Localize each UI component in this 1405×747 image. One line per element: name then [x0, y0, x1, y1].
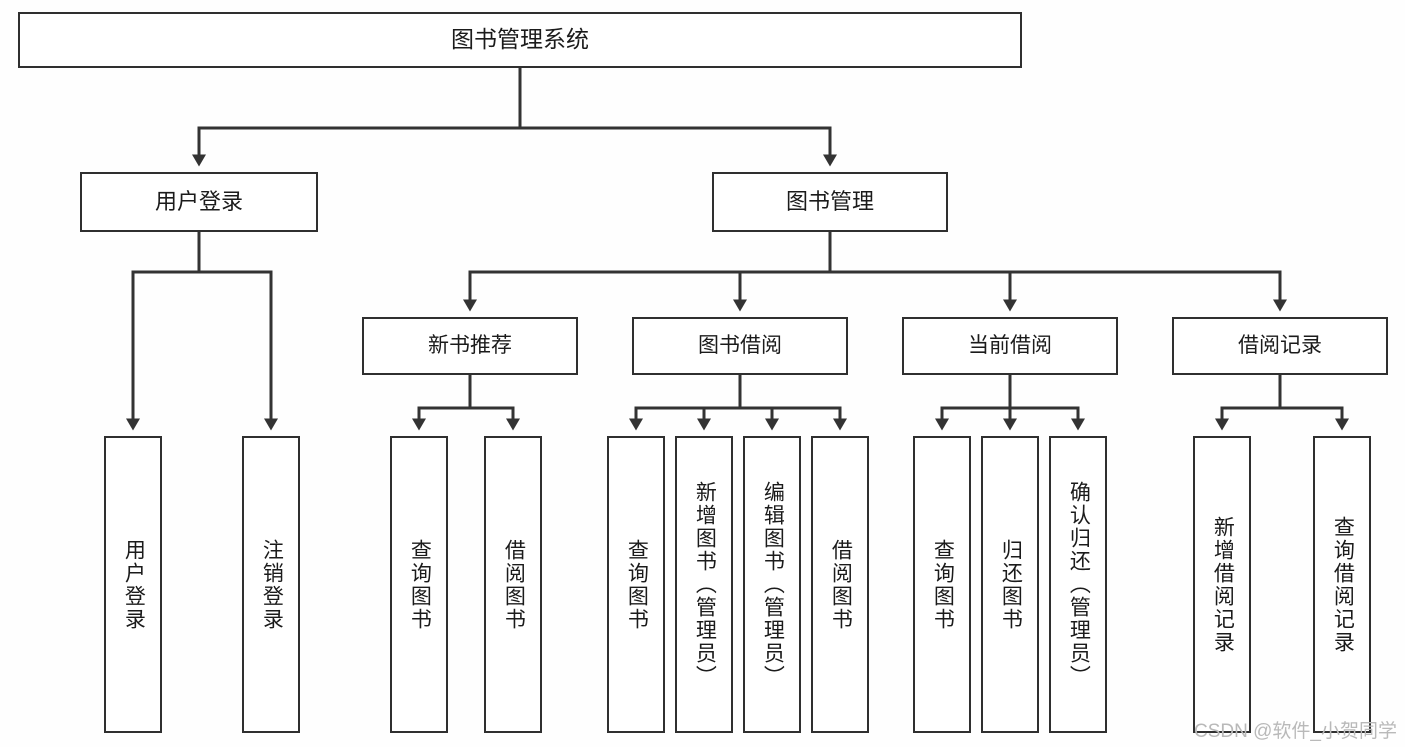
node-label: 注销登录 [260, 538, 284, 631]
leaf-borrow-borrow-book[interactable]: 借阅图书 [811, 436, 869, 733]
leaf-borrow-query-book[interactable]: 查询图书 [607, 436, 665, 733]
node-label: 图书借阅 [698, 333, 782, 357]
node-label: 图书管理系统 [451, 26, 589, 53]
node-label: 借阅图书 [502, 538, 526, 631]
node-label: 当前借阅 [968, 333, 1052, 357]
node-label: 确认归还（管理员） [1067, 481, 1091, 688]
node-label: 借阅记录 [1238, 333, 1322, 357]
leaf-current-query-book[interactable]: 查询图书 [913, 436, 971, 733]
node-label: 新增图书（管理员） [693, 481, 717, 688]
leaf-borrow-edit-book-admin[interactable]: 编辑图书（管理员） [743, 436, 801, 733]
node-user-login[interactable]: 用户登录 [80, 172, 318, 232]
leaf-recommend-query-book[interactable]: 查询图书 [390, 436, 448, 733]
node-label: 归还图书 [999, 538, 1023, 631]
node-label: 借阅图书 [829, 538, 853, 631]
leaf-user-login-signout[interactable]: 注销登录 [242, 436, 300, 733]
leaf-current-return-book[interactable]: 归还图书 [981, 436, 1039, 733]
node-label: 图书管理 [785, 189, 874, 215]
leaf-record-query-borrow-record[interactable]: 查询借阅记录 [1313, 436, 1371, 733]
csdn-watermark: CSDN @软件_小贺同学 [1194, 721, 1397, 742]
node-label: 用户登录 [154, 189, 243, 215]
node-label: 新书推荐 [428, 333, 512, 357]
node-label: 查询图书 [625, 538, 649, 631]
node-current-borrow[interactable]: 当前借阅 [902, 317, 1118, 375]
node-book-management[interactable]: 图书管理 [712, 172, 948, 232]
node-new-book-recommend[interactable]: 新书推荐 [362, 317, 578, 375]
node-label: 编辑图书（管理员） [761, 481, 785, 688]
leaf-borrow-add-book-admin[interactable]: 新增图书（管理员） [675, 436, 733, 733]
node-root-system[interactable]: 图书管理系统 [18, 12, 1022, 68]
node-label: 查询图书 [931, 538, 955, 631]
node-borrow-record[interactable]: 借阅记录 [1172, 317, 1388, 375]
leaf-recommend-borrow-book[interactable]: 借阅图书 [484, 436, 542, 733]
leaf-current-confirm-return-admin[interactable]: 确认归还（管理员） [1049, 436, 1107, 733]
leaf-user-login-signin[interactable]: 用户登录 [104, 436, 162, 733]
node-label: 查询图书 [408, 538, 432, 631]
node-book-borrow[interactable]: 图书借阅 [632, 317, 848, 375]
node-label: 新增借阅记录 [1211, 515, 1235, 654]
node-label: 查询借阅记录 [1331, 515, 1355, 654]
leaf-record-add-borrow-record[interactable]: 新增借阅记录 [1193, 436, 1251, 733]
node-label: 用户登录 [122, 538, 146, 631]
